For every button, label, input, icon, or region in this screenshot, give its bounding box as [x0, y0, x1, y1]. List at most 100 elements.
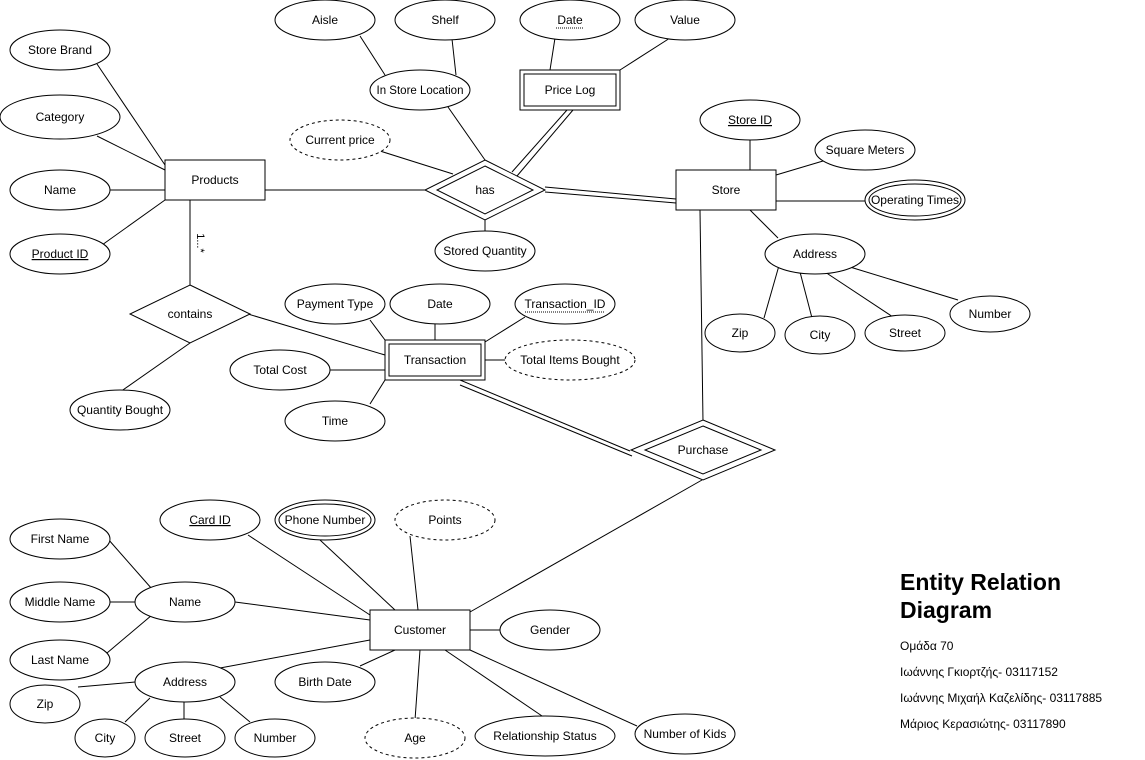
attr-current-price: Current price [289, 119, 391, 161]
attr-tx-date-label: Date [427, 297, 453, 311]
attr-store-city-label: City [810, 328, 831, 342]
attr-time-label: Time [322, 414, 349, 428]
attr-total-items-bought: Total Items Bought [504, 339, 636, 381]
caption-member-3: Μάριος Κερασιώτης- 03117890 [900, 717, 1066, 731]
attr-gender-label: Gender [530, 623, 570, 637]
caption-member-1: Ιωάννης Γκιορτζής- 03117152 [900, 665, 1058, 679]
attr-payment-type: Payment Type [284, 283, 386, 325]
attr-customer-number: Number [234, 718, 316, 758]
attr-transaction-id: Transaction_ID [514, 283, 616, 325]
attr-log-value: Value [634, 0, 736, 41]
attr-store-address-label: Address [793, 247, 837, 261]
attr-card-id-label: Card ID [189, 513, 231, 527]
attr-store-number: Number [949, 295, 1031, 333]
attr-customer-zip-label: Zip [37, 697, 54, 711]
attr-in-store-location-label: In Store Location [377, 85, 464, 97]
attr-store-brand-label: Store Brand [28, 43, 92, 57]
attr-last-name: Last Name [9, 639, 111, 681]
attr-birth-date: Birth Date [274, 661, 376, 703]
attr-store-number-label: Number [969, 307, 1012, 321]
attr-number-of-kids-label: Number of Kids [644, 727, 727, 741]
caption-group: Ομάδα 70 [900, 639, 954, 653]
attr-current-price-label: Current price [305, 133, 375, 147]
attr-store-zip-label: Zip [732, 326, 749, 340]
attr-square-meters-label: Square Meters [826, 143, 905, 157]
attr-customer-name: Name [134, 581, 236, 623]
attr-phone-number-label: Phone Number [285, 513, 366, 527]
attr-total-cost: Total Cost [229, 349, 331, 391]
attr-log-date-label: Date [557, 13, 583, 27]
attr-customer-address-label: Address [163, 675, 207, 689]
attr-customer-street-label: Street [169, 731, 202, 745]
attr-gender: Gender [499, 609, 601, 651]
attr-points-label: Points [428, 513, 461, 527]
attr-customer-zip: Zip [9, 684, 81, 724]
attr-product-name-label: Name [44, 183, 76, 197]
entity-price-log-label: Price Log [545, 83, 596, 97]
entity-customer-label: Customer [394, 623, 446, 637]
attr-transaction-id-label: Transaction_ID [525, 297, 606, 311]
attr-middle-name-label: Middle Name [25, 595, 96, 609]
attr-quantity-bought-label: Quantity Bought [77, 403, 164, 417]
attr-aisle-label: Aisle [312, 13, 338, 27]
entity-transaction-label: Transaction [404, 353, 466, 367]
attr-store-id: Store ID [699, 99, 801, 141]
attr-customer-address: Address [134, 661, 236, 703]
entity-store-label: Store [712, 183, 741, 197]
relationship-has: has [423, 159, 547, 221]
entity-products: Products [164, 159, 266, 201]
attr-log-value-label: Value [670, 13, 700, 27]
entity-store: Store [675, 169, 777, 211]
entity-customer: Customer [369, 609, 471, 651]
attr-operating-times-label: Operating Times [871, 193, 959, 207]
attr-customer-city-label: City [95, 731, 116, 745]
attr-store-address: Address [764, 233, 866, 275]
attr-first-name-label: First Name [31, 532, 90, 546]
attr-stored-quantity-label: Stored Quantity [443, 244, 526, 258]
connector-lines [77, 35, 959, 727]
attr-age-label: Age [404, 731, 426, 745]
attr-customer-name-label: Name [169, 595, 201, 609]
attr-middle-name: Middle Name [9, 581, 111, 623]
attr-category-label: Category [36, 110, 85, 124]
attr-payment-type-label: Payment Type [297, 297, 374, 311]
attr-customer-number-label: Number [254, 731, 297, 745]
attr-total-items-bought-label: Total Items Bought [520, 353, 620, 367]
diagram-caption: Entity Relation Diagram Ομάδα 70 Ιωάννης… [900, 568, 1140, 742]
attr-tx-date: Date [389, 283, 491, 325]
attr-number-of-kids: Number of Kids [634, 713, 736, 755]
attr-relationship-status: Relationship Status [474, 715, 616, 757]
attr-store-street-label: Street [889, 326, 922, 340]
attr-first-name: First Name [9, 518, 111, 560]
attr-store-city: City [784, 315, 856, 355]
attr-points: Points [394, 499, 496, 541]
caption-title-line1: Entity Relation [900, 569, 1062, 595]
attr-age: Age [364, 717, 466, 759]
attr-aisle: Aisle [274, 0, 376, 41]
attr-square-meters: Square Meters [814, 129, 916, 171]
attr-store-brand: Store Brand [9, 29, 111, 71]
attr-last-name-label: Last Name [31, 653, 89, 667]
attr-quantity-bought: Quantity Bought [69, 389, 171, 431]
attr-shelf-label: Shelf [431, 13, 459, 27]
attr-store-id-label: Store ID [728, 113, 772, 127]
relationship-purchase: Purchase [629, 419, 777, 481]
entity-products-label: Products [191, 173, 238, 187]
caption-title-line2: Diagram [900, 597, 993, 623]
attr-birth-date-label: Birth Date [298, 675, 352, 689]
attr-total-cost-label: Total Cost [253, 363, 307, 377]
caption-member-2: Ιωάννης Μιχαήλ Καζελίδης- 03117885 [900, 691, 1103, 705]
attr-shelf: Shelf [394, 0, 496, 41]
attr-card-id: Card ID [159, 499, 261, 541]
attr-time: Time [284, 400, 386, 442]
attr-stored-quantity: Stored Quantity [434, 230, 536, 272]
attr-relationship-status-label: Relationship Status [493, 729, 596, 743]
relationship-contains: contains [128, 284, 252, 344]
caption-title: Entity Relation Diagram [900, 568, 1140, 624]
relationship-contains-label: contains [168, 307, 213, 321]
attr-log-date: Date [519, 0, 621, 41]
attr-in-store-location: In Store Location [369, 69, 471, 111]
attr-store-street: Street [864, 314, 946, 352]
attr-product-name: Name [9, 169, 111, 211]
